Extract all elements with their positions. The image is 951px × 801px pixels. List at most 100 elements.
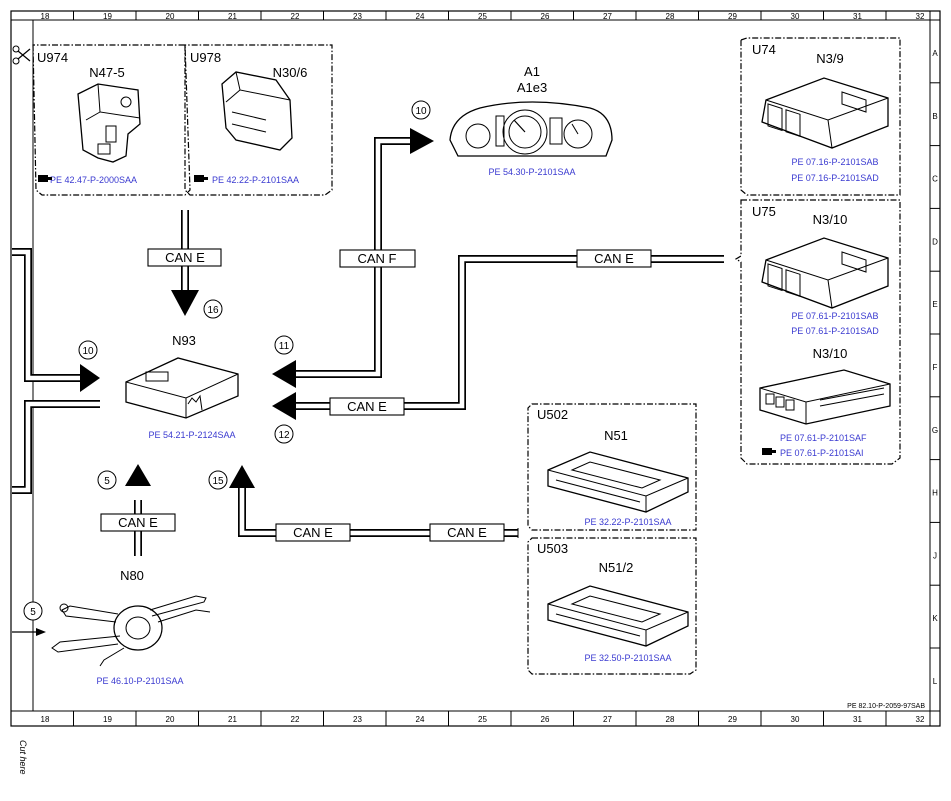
- ruler-column-label: 28: [666, 12, 675, 21]
- svg-text:10: 10: [82, 346, 94, 357]
- svg-text:11: 11: [279, 341, 290, 352]
- ruler-column-label: 22: [291, 715, 300, 724]
- svg-text:15: 15: [212, 476, 224, 487]
- marker-10-left: 10: [78, 340, 98, 360]
- u75-group-box: [734, 199, 901, 465]
- svg-text:10: 10: [415, 106, 427, 117]
- u502-label: U502: [537, 407, 568, 422]
- can-e-bottom1-label: CAN E: [275, 523, 351, 542]
- arrow-right-into-a1: [410, 128, 434, 154]
- svg-text:5: 5: [30, 607, 36, 618]
- arrow-down-into-n93: [171, 290, 199, 316]
- ruler-column-label: 23: [353, 12, 362, 21]
- svg-text:CAN E: CAN E: [347, 399, 387, 414]
- u75-label: U75: [752, 204, 776, 219]
- ruler-column-label: 22: [291, 12, 300, 21]
- left-bus-upper: [12, 248, 80, 382]
- ruler-column-label: 19: [103, 715, 112, 724]
- ruler-row-label: L: [933, 677, 938, 686]
- marker-12: 12: [274, 424, 294, 444]
- hand-pointer-icon: [762, 448, 776, 455]
- footer-reference: PE 82.10-P-2059-97SAB: [847, 703, 925, 710]
- ruler-column-label: 25: [478, 715, 487, 724]
- n93-ref: PE 54.21-P-2124SAA: [148, 430, 235, 440]
- a1e3-label: A1e3: [517, 80, 547, 95]
- a1-ref: PE 54.30-P-2101SAA: [488, 167, 575, 177]
- ruler-row-label: E: [932, 300, 937, 309]
- ruler-row-label: J: [933, 551, 937, 560]
- instrument-cluster: [449, 101, 613, 157]
- u978-label: U978: [190, 50, 221, 65]
- ruler-row-label: H: [932, 489, 938, 498]
- ruler-column-label: 24: [416, 12, 425, 21]
- n47-5-module: [77, 83, 141, 163]
- svg-text:16: 16: [207, 305, 219, 316]
- arrow-into-n80: [36, 628, 46, 636]
- svg-text:CAN E: CAN E: [447, 525, 487, 540]
- ruler-column-label: 18: [41, 715, 50, 724]
- arrow-up-into-n93-bottom: [229, 465, 255, 488]
- cut-here-text: Cut here: [18, 740, 28, 775]
- n3-10a-ref2: PE 07.61-P-2101SAD: [791, 326, 879, 336]
- u502-group-box: [527, 403, 697, 531]
- svg-text:CAN E: CAN E: [165, 250, 205, 265]
- n3-10b-ref2: PE 07.61-P-2101SAI: [780, 448, 864, 458]
- ruler-column-label: 31: [853, 715, 862, 724]
- arrow-left-into-n93-cane: [272, 392, 296, 420]
- ruler-column-label: 20: [166, 12, 175, 21]
- svg-text:CAN E: CAN E: [118, 515, 158, 530]
- ruler-column-label: 24: [416, 715, 425, 724]
- ruler-column-label: 27: [603, 715, 612, 724]
- can-e-mid-label: CAN E: [329, 397, 405, 416]
- ruler-column-label: 18: [41, 12, 50, 21]
- ruler-column-label: 32: [916, 12, 925, 21]
- ruler-column-label: 20: [166, 715, 175, 724]
- n3-10a-label: N3/10: [813, 212, 848, 227]
- can-e-right-bus: [295, 255, 724, 410]
- n30-6-ref: PE 42.22-P-2101SAA: [212, 175, 299, 185]
- ruler-column-label: 19: [103, 12, 112, 21]
- n3-10b-ecu: [759, 369, 891, 425]
- ruler-column-label: 29: [728, 715, 737, 724]
- can-e-top-label: CAN E: [147, 248, 222, 267]
- n30-6-module: [221, 71, 293, 151]
- page-frame: [10, 10, 941, 727]
- n80-switch: [51, 595, 211, 667]
- hand-pointer-icon: [38, 175, 52, 182]
- u74-group-box: [740, 37, 901, 196]
- ruler-row-label: A: [932, 49, 938, 58]
- ruler-column-label: 21: [228, 12, 237, 21]
- ruler-row-label: F: [933, 363, 938, 372]
- n3-10a-ref1: PE 07.61-P-2101SAB: [791, 311, 878, 321]
- svg-text:12: 12: [278, 430, 290, 441]
- arrow-left-into-n93-canf: [272, 360, 296, 388]
- marker-16: 16: [203, 299, 223, 319]
- ruler-column-label: 30: [791, 12, 800, 21]
- u974-label: U974: [37, 50, 68, 65]
- marker-11: 11: [274, 335, 294, 355]
- ruler-row-label: D: [932, 237, 938, 246]
- a1-label: A1: [524, 64, 540, 79]
- n3-10b-ref1: PE 07.61-P-2101SAF: [780, 433, 867, 443]
- ruler-column-label: 30: [791, 715, 800, 724]
- n80-ref: PE 46.10-P-2101SAA: [96, 676, 183, 686]
- ruler-column-label: 21: [228, 715, 237, 724]
- ruler-column-label: 25: [478, 12, 487, 21]
- n51-2-label: N51/2: [599, 560, 634, 575]
- n3-9-ref1: PE 07.16-P-2101SAB: [791, 157, 878, 167]
- n93-label: N93: [172, 333, 196, 348]
- arrow-into-n93-left: [80, 364, 100, 392]
- scissors-icon: [12, 45, 31, 65]
- n47-5-ref: PE 42.47-P-2000SAA: [50, 175, 137, 185]
- u978-group-box: [184, 44, 333, 196]
- n3-9-ref2: PE 07.16-P-2101SAD: [791, 173, 879, 183]
- svg-text:CAN E: CAN E: [293, 525, 333, 540]
- n51-label: N51: [604, 428, 628, 443]
- ruler-column-label: 26: [541, 12, 550, 21]
- svg-text:CAN F: CAN F: [358, 251, 397, 266]
- marker-15: 15: [208, 470, 228, 490]
- ruler-column-label: 26: [541, 715, 550, 724]
